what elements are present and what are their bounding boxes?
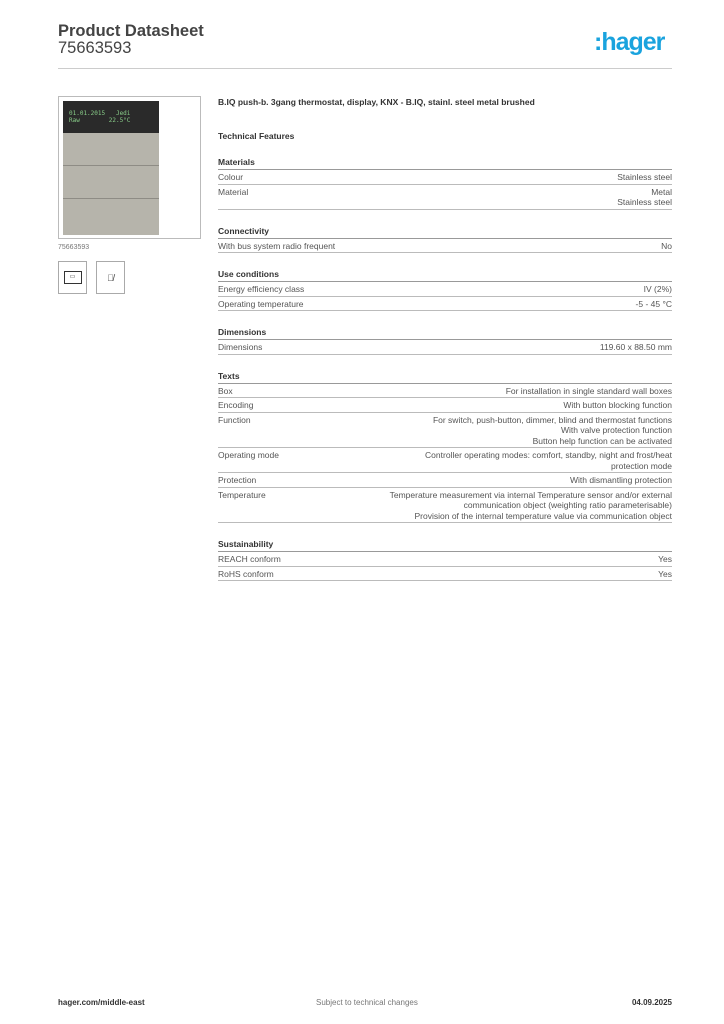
weee-bin-icon: 🗑̸ xyxy=(96,261,125,294)
spec-row: Operating temperature -5 - 45 °C xyxy=(218,297,672,311)
spec-label: Function xyxy=(218,414,251,425)
spec-row: Energy efficiency class IV (2%) xyxy=(218,282,672,297)
technical-features-heading: Technical Features xyxy=(218,131,295,141)
display-icon: ▭ xyxy=(58,261,87,294)
spec-row: Box For installation in single standard w… xyxy=(218,384,672,398)
spec-value: IV (2%) xyxy=(643,284,672,294)
spec-value: Stainless steel xyxy=(617,172,672,182)
section-title: Texts xyxy=(218,371,672,384)
spec-value: Metal Stainless steel xyxy=(617,186,672,208)
spec-label: Dimensions xyxy=(218,342,263,352)
spec-label: Protection xyxy=(218,475,257,485)
hager-logo: :hager xyxy=(594,28,665,56)
spec-label: With bus system radio frequent xyxy=(218,240,336,251)
spec-value: For installation in single standard wall… xyxy=(505,385,672,396)
header-divider xyxy=(58,68,672,69)
spec-value: Yes xyxy=(658,554,672,564)
spec-row: Temperature Temperature measurement via i… xyxy=(218,488,672,523)
product-number: 75663593 xyxy=(58,39,132,57)
spec-value: With button blocking function xyxy=(563,400,672,410)
footer-note: Subject to technical changes xyxy=(316,998,418,1007)
spec-row: Dimensions 119.60 x 88.50 mm xyxy=(218,340,672,355)
spec-row: With bus system radio frequent No xyxy=(218,239,672,253)
spec-label: Encoding xyxy=(218,400,254,410)
spec-label: Operating temperature xyxy=(218,298,304,309)
spec-value: For switch, push-button, dimmer, blind a… xyxy=(432,414,672,446)
section-title: Dimensions xyxy=(218,327,672,340)
spec-row: Colour Stainless steel xyxy=(218,170,672,185)
page-title: Product Datasheet xyxy=(58,22,204,40)
section-title: Use conditions xyxy=(218,269,672,282)
footer-date: 04.09.2025 xyxy=(631,998,672,1007)
spec-label: Temperature xyxy=(218,489,266,500)
spec-row: Function For switch, push-button, dimmer,… xyxy=(218,413,672,448)
spec-row: Protection With dismantling protection xyxy=(218,473,672,488)
spec-label: Box xyxy=(218,385,233,396)
footer-website[interactable]: hager.com/middle-east xyxy=(58,998,145,1007)
spec-value: Temperature measurement via internal Tem… xyxy=(389,489,672,521)
spec-label: Colour xyxy=(218,172,244,182)
spec-value: No xyxy=(661,240,672,251)
spec-label: REACH conform xyxy=(218,554,281,564)
spec-value: Controller operating modes: comfort, sta… xyxy=(425,450,672,471)
spec-label: Operating mode xyxy=(218,450,279,460)
spec-value: 119.60 x 88.50 mm xyxy=(599,342,672,352)
spec-label: Energy efficiency class xyxy=(218,284,305,294)
spec-row: Material Metal Stainless steel xyxy=(218,185,672,210)
spec-row: RoHS conform Yes xyxy=(218,567,672,581)
spec-label: RoHS conform xyxy=(218,568,274,579)
spec-label: Material xyxy=(218,186,249,197)
spec-row: Encoding With button blocking function xyxy=(218,398,672,413)
section-title: Sustainability xyxy=(218,539,672,552)
section-title: Connectivity xyxy=(218,226,672,239)
image-caption: 75663593 xyxy=(58,244,90,251)
spec-value: Yes xyxy=(658,568,672,579)
spec-value: With dismantling protection xyxy=(569,475,672,485)
spec-value: -5 - 45 °C xyxy=(635,298,672,309)
spec-row: Operating mode Controller operating modes… xyxy=(218,448,672,473)
section-title: Materials xyxy=(218,157,672,170)
spec-row: REACH conform Yes xyxy=(218,552,672,567)
product-description: B.IQ push-b. 3gang thermostat, display, … xyxy=(218,97,535,107)
